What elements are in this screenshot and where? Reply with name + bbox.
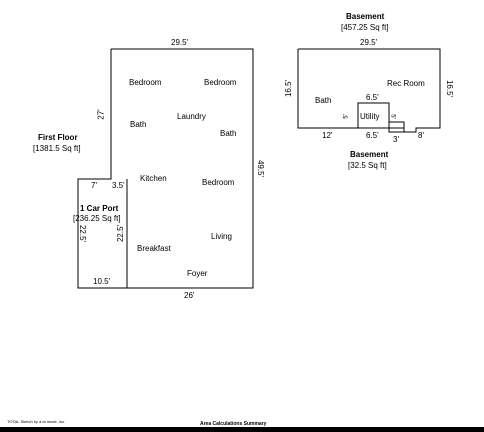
first-floor-dim-left: 27' xyxy=(96,109,106,120)
basement-title: Basement xyxy=(346,12,385,21)
room-bedroom-3: Bedroom xyxy=(202,178,235,187)
first-floor-outline xyxy=(77,48,254,289)
basement-annex xyxy=(388,121,405,133)
footer-title: Area Calculations Summary xyxy=(200,421,267,427)
basement-2-area: [32.5 Sq ft] xyxy=(348,161,387,170)
room-bath-2: Bath xyxy=(220,129,237,138)
footer-credit: TOTAL Sketch by a la mode, inc. xyxy=(7,419,66,424)
first-floor-dim-top: 29.5' xyxy=(171,38,189,47)
basement-dim-left: 16.5' xyxy=(284,79,294,98)
carport-dim-right: 22.5' xyxy=(116,224,126,243)
footer-bar xyxy=(0,427,484,432)
basement-bath-label: Bath xyxy=(315,96,332,105)
carport-area: [236.25 Sq ft] xyxy=(73,214,121,223)
room-bedroom-1: Bedroom xyxy=(129,78,162,87)
utility-label: Utility xyxy=(360,112,380,121)
carport-title: 1 Car Port xyxy=(80,204,119,213)
carport-dim-bottom: 10.5' xyxy=(93,277,111,286)
first-floor-dim-right: 49.5' xyxy=(256,159,266,178)
room-laundry: Laundry xyxy=(177,112,206,121)
first-floor-dim-bottom: 26' xyxy=(184,291,195,300)
carport-dim-left: 22.5' xyxy=(78,224,88,243)
basement-dim-right: 16.5' xyxy=(445,79,455,98)
basement-2-title: Basement xyxy=(350,150,389,159)
utility-room xyxy=(357,102,390,129)
basement-dim-bottom-small: 3' xyxy=(393,135,399,144)
utility-dim-top: 6.5' xyxy=(366,93,379,102)
first-floor-area: [1381.5 Sq ft] xyxy=(33,144,81,153)
room-breakfast: Breakfast xyxy=(137,244,171,253)
basement-dim-bottom-left: 12' xyxy=(322,131,333,140)
room-bedroom-2: Bedroom xyxy=(204,78,237,87)
room-bath-1: Bath xyxy=(130,120,147,129)
basement-rec-room-label: Rec Room xyxy=(387,79,425,88)
basement-area: [457.25 Sq ft] xyxy=(341,23,389,32)
basement-dim-bottom-right: 8' xyxy=(418,131,424,140)
room-foyer: Foyer xyxy=(187,269,208,278)
first-floor-title: First Floor xyxy=(38,133,78,142)
room-kitchen: Kitchen xyxy=(140,174,167,183)
basement-dim-top: 29.5' xyxy=(360,38,378,47)
notch-dim-left: 7' xyxy=(91,181,97,190)
room-living: Living xyxy=(211,232,232,241)
utility-dim-left: 5' xyxy=(343,114,350,119)
basement-dim-bottom-mid: 6.5' xyxy=(366,131,379,140)
utility-dim-right: 5' xyxy=(389,114,396,119)
notch-dim-right: 3.5' xyxy=(112,181,125,190)
